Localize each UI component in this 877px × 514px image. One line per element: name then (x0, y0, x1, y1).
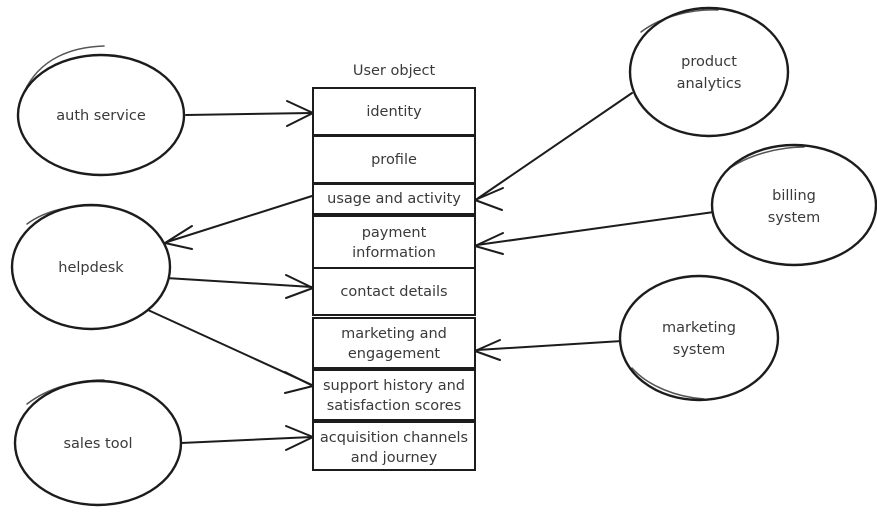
field-row-contact-details[interactable]: contact details (312, 267, 476, 316)
node-auth-service-label: auth service (56, 108, 146, 124)
field-row-acquisition-channels[interactable]: acquisition channels and journey (312, 421, 476, 471)
edge-auth-service-to-identity[interactable] (185, 100, 314, 127)
field-label-profile: profile (371, 152, 417, 168)
field-label-marketing-and-engagement-line1: marketing and (341, 326, 447, 342)
edge-helpdesk-to-contact-details[interactable] (165, 274, 314, 299)
node-product-analytics-label-line2: analytics (677, 76, 742, 92)
node-helpdesk[interactable]: helpdesk (10, 203, 172, 331)
node-auth-service[interactable]: auth service (16, 45, 186, 177)
field-row-profile[interactable]: profile (312, 135, 476, 184)
object-box-title: User object (353, 63, 436, 79)
node-billing-system-label-line2: system (768, 210, 820, 226)
edge-usage-activity-to-helpdesk[interactable] (164, 195, 313, 250)
edge-sales-tool-to-acquisition-channels[interactable] (180, 425, 314, 451)
edge-product-analytics-to-usage-activity[interactable] (474, 92, 633, 211)
node-marketing-system[interactable]: marketing system (618, 274, 780, 402)
field-row-identity[interactable]: identity (312, 87, 476, 136)
node-product-analytics-label-line1: product (681, 54, 737, 70)
field-row-support-history[interactable]: support history and satisfaction scores (312, 369, 476, 421)
field-label-support-history-line1: support history and (323, 378, 465, 394)
node-product-analytics[interactable]: product analytics (628, 6, 790, 138)
node-sales-tool-label: sales tool (63, 436, 132, 452)
field-label-support-history-line2: satisfaction scores (327, 398, 462, 414)
node-marketing-system-label-line1: marketing (662, 320, 736, 336)
node-helpdesk-label: helpdesk (58, 260, 124, 276)
edge-billing-system-to-payment-information[interactable] (474, 211, 715, 255)
edge-marketing-system-to-marketing-engagement[interactable] (474, 339, 623, 361)
edge-helpdesk-to-support-history[interactable] (147, 309, 314, 394)
node-billing-system-label-line1: billing (772, 188, 816, 204)
field-row-marketing-and-engagement[interactable]: marketing and engagement (312, 317, 476, 369)
node-sales-tool[interactable]: sales tool (13, 379, 183, 507)
field-label-acquisition-channels-line2: and journey (351, 450, 438, 466)
field-row-payment-information[interactable]: payment information (312, 215, 476, 269)
field-label-payment-information-line1: payment (362, 225, 427, 241)
field-label-identity: identity (366, 104, 422, 120)
field-label-usage-and-activity: usage and activity (327, 191, 461, 207)
node-marketing-system-label-line2: system (673, 342, 725, 358)
node-billing-system[interactable]: billing system (710, 143, 877, 267)
field-row-usage-and-activity[interactable]: usage and activity (312, 183, 476, 215)
field-label-contact-details: contact details (340, 284, 447, 300)
field-label-acquisition-channels-line1: acquisition channels (320, 430, 468, 446)
field-label-marketing-and-engagement-line2: engagement (348, 346, 441, 362)
object-box: identity profile usage and activity paym… (312, 87, 476, 471)
field-label-payment-information-line2: information (352, 245, 436, 261)
